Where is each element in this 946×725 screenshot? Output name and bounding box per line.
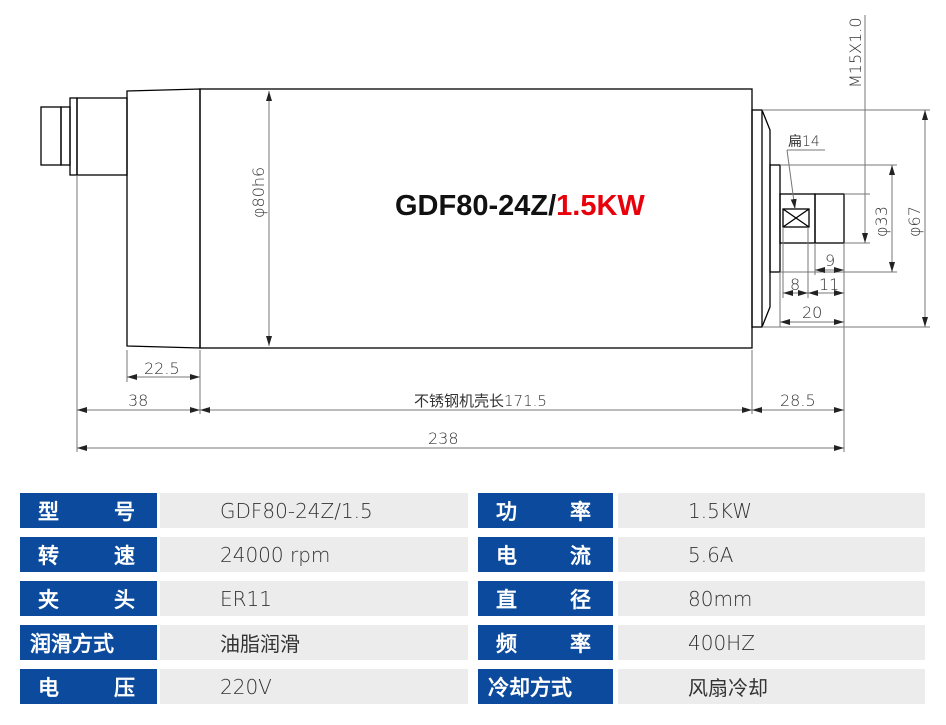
spec-label-char: 冷却方式	[488, 676, 572, 700]
dim-flat: 扁14	[788, 134, 820, 150]
dim-20: 20	[802, 303, 822, 322]
dimension-lines	[76, 15, 930, 452]
dim-phi80: φ80h6	[249, 167, 268, 218]
spec-label: 电压	[20, 669, 157, 704]
spec-label-char: 速	[114, 544, 135, 568]
spec-value: 油脂润滑	[160, 625, 468, 660]
spec-label-char: 电	[496, 544, 517, 568]
product-title: GDF80-24Z/1.5KW	[395, 190, 645, 223]
spec-value: 5.6A	[618, 537, 925, 572]
spec-label-char: 转	[38, 544, 59, 568]
spec-label-char: 电	[38, 676, 59, 700]
spec-value: 1.5KW	[618, 493, 925, 528]
spec-label-char: 频	[496, 632, 517, 656]
spec-label: 冷却方式	[478, 669, 613, 704]
dim-total: 238	[428, 429, 459, 448]
dim-11: 11	[819, 275, 839, 294]
dim-8: 8	[790, 275, 800, 294]
spindle-outline	[40, 88, 845, 349]
dim-9: 9	[825, 251, 835, 270]
spec-label-char: 率	[570, 632, 591, 656]
dimension-labels: φ80h6 M15X1.0 扁14 φ33 φ67 9 8 11 20 22.5…	[128, 17, 924, 448]
spec-value: 400HZ	[618, 625, 925, 660]
spec-label-char: 型	[38, 500, 59, 524]
spec-label-char: 润滑方式	[30, 632, 114, 656]
spec-label: 直径	[478, 581, 613, 616]
power-text: 1.5KW	[556, 190, 645, 222]
spec-label-char: 头	[114, 588, 135, 612]
spec-label: 频率	[478, 625, 613, 660]
spec-label: 型号	[20, 493, 157, 528]
spec-label-char: 径	[570, 588, 591, 612]
spec-label: 电流	[478, 537, 613, 572]
spec-label-char: 夹	[38, 588, 59, 612]
spec-label-char: 率	[570, 500, 591, 524]
spec-label: 润滑方式	[20, 625, 157, 660]
dim-phi67: φ67	[905, 206, 924, 237]
spec-value: GDF80-24Z/1.5	[160, 493, 468, 528]
spec-label: 功率	[478, 493, 613, 528]
spec-value: ER11	[160, 581, 468, 616]
spec-label-char: 号	[114, 500, 135, 524]
spindle-drawing: φ80h6 M15X1.0 扁14 φ33 φ67 9 8 11 20 22.5…	[40, 15, 930, 452]
spec-label: 夹头	[20, 581, 157, 616]
spec-value: 24000 rpm	[160, 537, 468, 572]
dim-phi33: φ33	[872, 206, 891, 237]
spec-label-char: 功	[496, 500, 517, 524]
spec-value: 80mm	[618, 581, 925, 616]
spec-label: 转速	[20, 537, 157, 572]
dim-thread: M15X1.0	[846, 17, 865, 88]
spec-label-char: 压	[114, 676, 135, 700]
model-text: GDF80-24Z/	[395, 190, 557, 222]
dim-28-5: 28.5	[780, 391, 816, 410]
spec-value: 风扇冷却	[618, 669, 925, 704]
spec-value: 220V	[160, 669, 468, 704]
dim-22-5: 22.5	[144, 359, 180, 378]
spec-label-char: 直	[496, 588, 517, 612]
dim-38: 38	[128, 391, 148, 410]
spec-label-char: 流	[570, 544, 591, 568]
dim-body-length: 不锈钢机壳长171.5	[414, 392, 547, 410]
